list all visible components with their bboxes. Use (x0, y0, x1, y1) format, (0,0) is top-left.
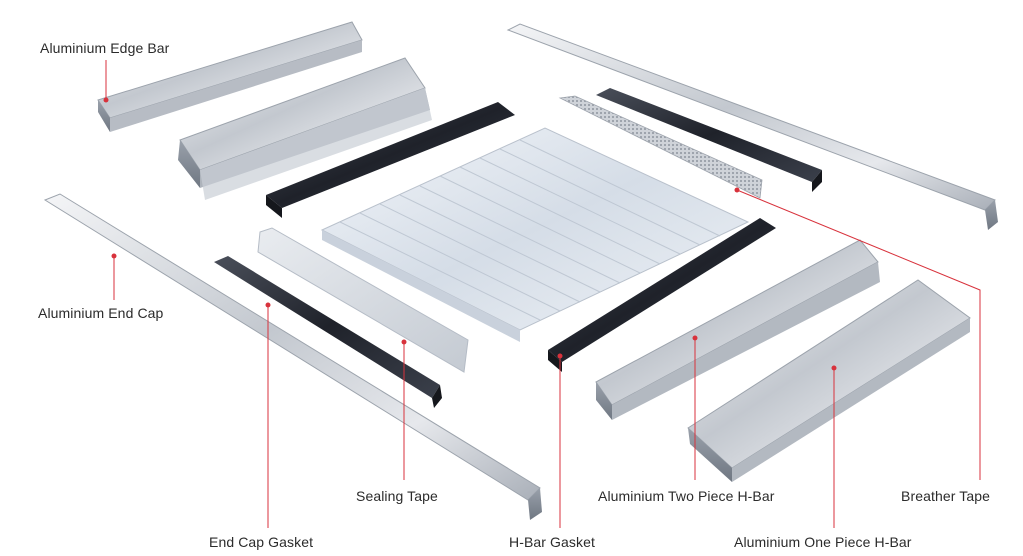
aluminium-end-cap (43, 193, 542, 520)
leader-dots (103, 97, 837, 371)
label-aluminium-one-piece-h-bar: Aluminium One Piece H-Bar (734, 534, 912, 550)
leader-lines (105, 60, 981, 528)
aluminium-two-piece-h-bar-top (178, 57, 432, 200)
gasket-top-left (266, 102, 515, 218)
label-aluminium-two-piece-h-bar: Aluminium Two Piece H-Bar (598, 488, 775, 504)
label-aluminium-end-cap: Aluminium End Cap (38, 305, 164, 321)
label-h-bar-gasket: H-Bar Gasket (509, 534, 595, 550)
leader-breather-tape (736, 189, 981, 480)
aluminium-edge-bar (97, 21, 363, 132)
aluminium-two-piece-h-bar (595, 239, 880, 420)
polycarbonate-sheet (320, 127, 750, 342)
breather-tape (558, 95, 763, 199)
aluminium-edge-bar-right (506, 23, 998, 230)
label-end-cap-gasket: End Cap Gasket (209, 534, 314, 550)
h-bar-gasket-part (548, 218, 776, 372)
label-sealing-tape: Sealing Tape (356, 488, 438, 504)
end-cap-gasket (214, 256, 442, 408)
gasket-top-right (596, 88, 822, 192)
label-breather-tape: Breather Tape (901, 488, 990, 504)
aluminium-one-piece-h-bar (687, 279, 971, 482)
label-aluminium-edge-bar: Aluminium Edge Bar (40, 40, 170, 56)
sealing-tape (257, 227, 469, 373)
